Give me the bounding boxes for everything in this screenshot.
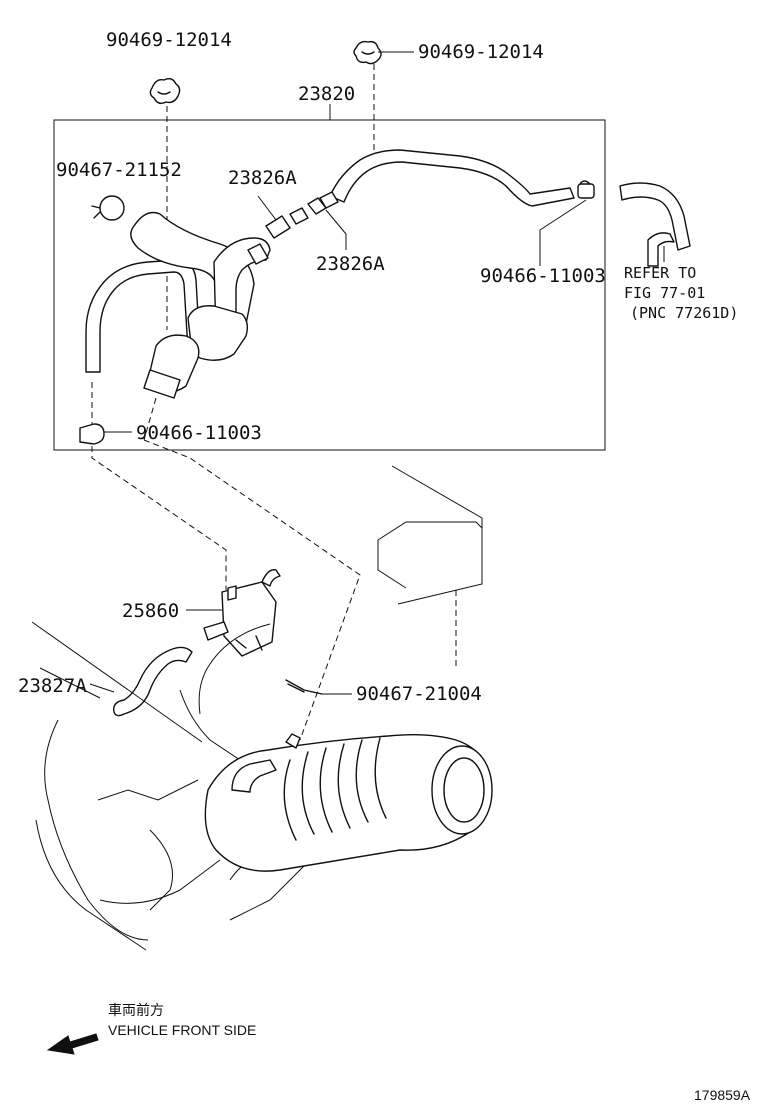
vsv-icon: [203, 569, 281, 657]
label-clip-right: 90466-11003: [480, 265, 606, 287]
label-hose-assembly: 23820: [298, 83, 355, 105]
label-refer-line1: REFER TO: [624, 264, 696, 282]
label-refer-line2: FIG 77-01: [624, 284, 705, 302]
hose-lower-icon: [113, 646, 193, 717]
clip-top-right-icon: [353, 40, 382, 65]
label-union-lower: 23826A: [316, 253, 385, 275]
union-lower-icon: [307, 191, 339, 215]
label-clip-top-left: 90469-12014: [106, 29, 232, 51]
leader-dash-outlet-right: [143, 397, 157, 441]
intake-duct-icon: [204, 733, 493, 872]
union-upper-icon: [265, 207, 309, 239]
label-clip-bottom: 90466-11003: [136, 422, 262, 444]
label-hose-lower: 23827A: [18, 675, 87, 697]
figure-id: 179859A: [694, 1087, 751, 1103]
leader-union-lower: [325, 209, 347, 235]
clip-hose-right-icon: [577, 180, 595, 199]
clip-top-left-icon: [149, 77, 181, 105]
label-union-upper: 23826A: [228, 167, 297, 189]
direction-en: VEHICLE FRONT SIDE: [108, 1022, 256, 1038]
direction-jp: 車両前方: [108, 1002, 164, 1018]
leader-union-upper: [257, 195, 277, 221]
leader-hose-lower: [89, 683, 115, 693]
engine-outline: [31, 465, 483, 951]
clip-bottom-icon: [79, 423, 105, 445]
label-clip-top-right: 90469-12014: [418, 41, 544, 63]
leader-clip-right-hose: [539, 199, 587, 231]
clamp-bottom-icon: [285, 679, 323, 695]
center-hose-bundle: [85, 211, 271, 399]
leader-dash-to-vsv: [91, 446, 227, 590]
external-hose: [619, 182, 691, 267]
leader-dash-to-intake: [143, 439, 361, 741]
label-clamp-bottom: 90467-21004: [356, 683, 482, 705]
upper-hose: [329, 149, 575, 207]
left-down-arrow-icon: [46, 1033, 99, 1055]
label-clamp-left: 90467-21152: [56, 159, 182, 181]
clamp-left-icon: [91, 195, 125, 221]
label-vsv: 25860: [122, 600, 179, 622]
label-refer-line3: (PNC 77261D): [630, 304, 738, 322]
